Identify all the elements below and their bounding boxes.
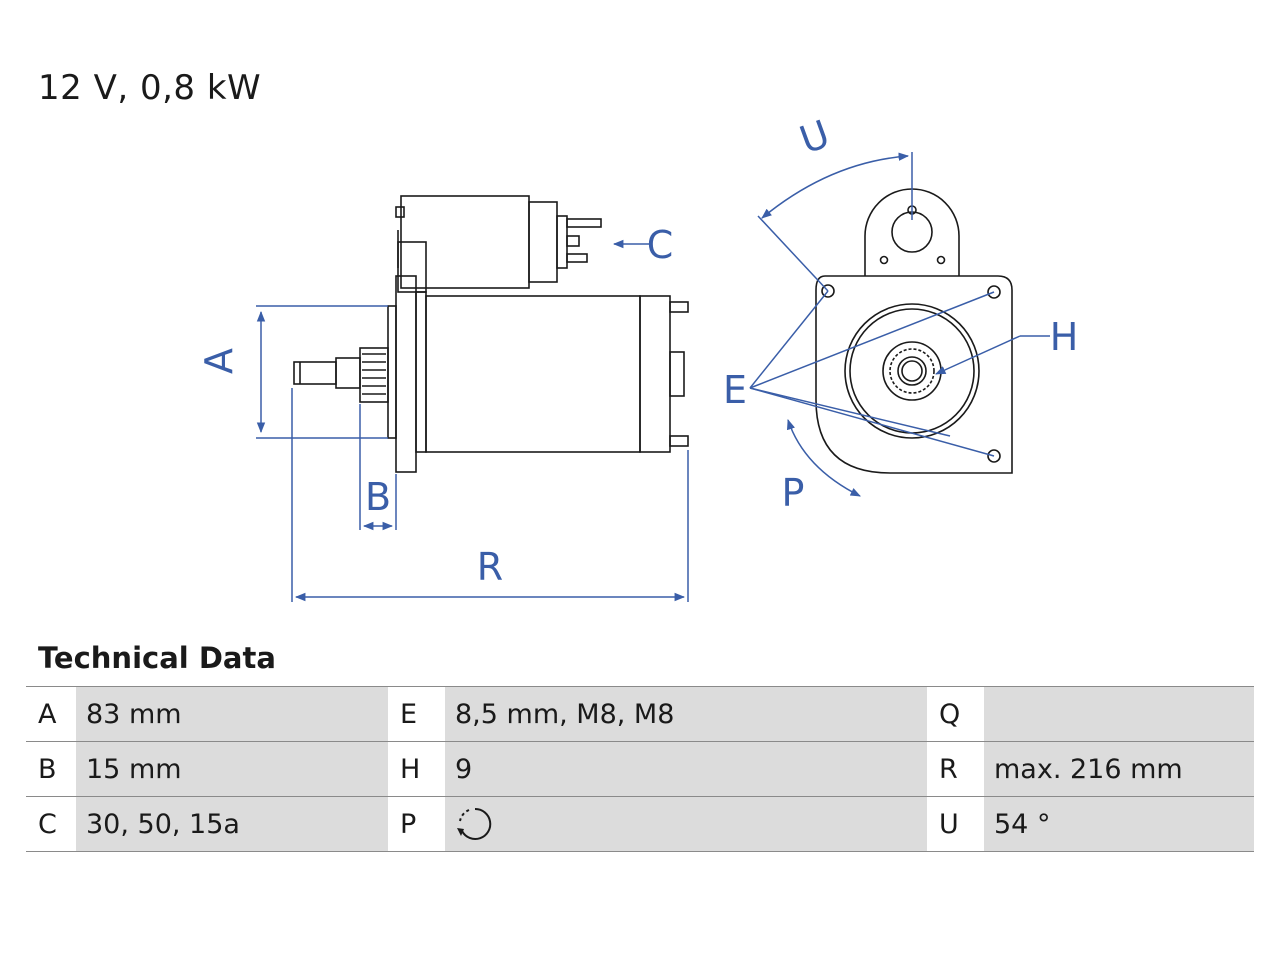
spec-value: 54 ° [984,796,1254,852]
spec-value: 8,5 mm, M8, M8 [445,686,927,742]
label-r: R [477,545,503,589]
label-c: C [647,223,674,267]
label-b: B [365,475,391,519]
label-u: U [794,112,835,163]
side-view [293,195,689,473]
technical-data-table: A 83 mm E 8,5 mm, M8, M8 Q B 15 mm H 9 R… [26,686,1254,852]
spec-value [445,796,927,852]
label-e: E [723,368,747,412]
table-row: A 83 mm E 8,5 mm, M8, M8 Q [26,686,1254,742]
rotation-direction-icon [457,807,492,840]
spec-key: E [388,686,445,742]
label-a: A [197,348,241,374]
side-view-dimensions [256,239,689,602]
spec-key: R [927,741,984,797]
spec-key: P [388,796,445,852]
spec-value: 83 mm [76,686,388,742]
starter-motor-diagram: A B C R U E H P [197,112,1079,602]
label-p: P [782,471,805,515]
spec-key: H [388,741,445,797]
table-row: B 15 mm H 9 R max. 216 mm [26,741,1254,797]
headline: 12 V, 0,8 kW [38,68,262,108]
table-row: C 30, 50, 15a P U 54 ° [26,796,1254,852]
spec-value: max. 216 mm [984,741,1254,797]
front-view-dimensions [749,152,1050,497]
spec-value: 15 mm [76,741,388,797]
label-h: H [1050,315,1079,359]
spec-value: 30, 50, 15a [76,796,388,852]
spec-value [984,686,1254,742]
spec-key: B [26,741,76,797]
spec-key: C [26,796,76,852]
spec-value: 9 [445,741,927,797]
spec-key: Q [927,686,984,742]
technical-data-heading: Technical Data [38,641,276,675]
spec-key: U [927,796,984,852]
front-view [815,188,1013,474]
spec-key: A [26,686,76,742]
